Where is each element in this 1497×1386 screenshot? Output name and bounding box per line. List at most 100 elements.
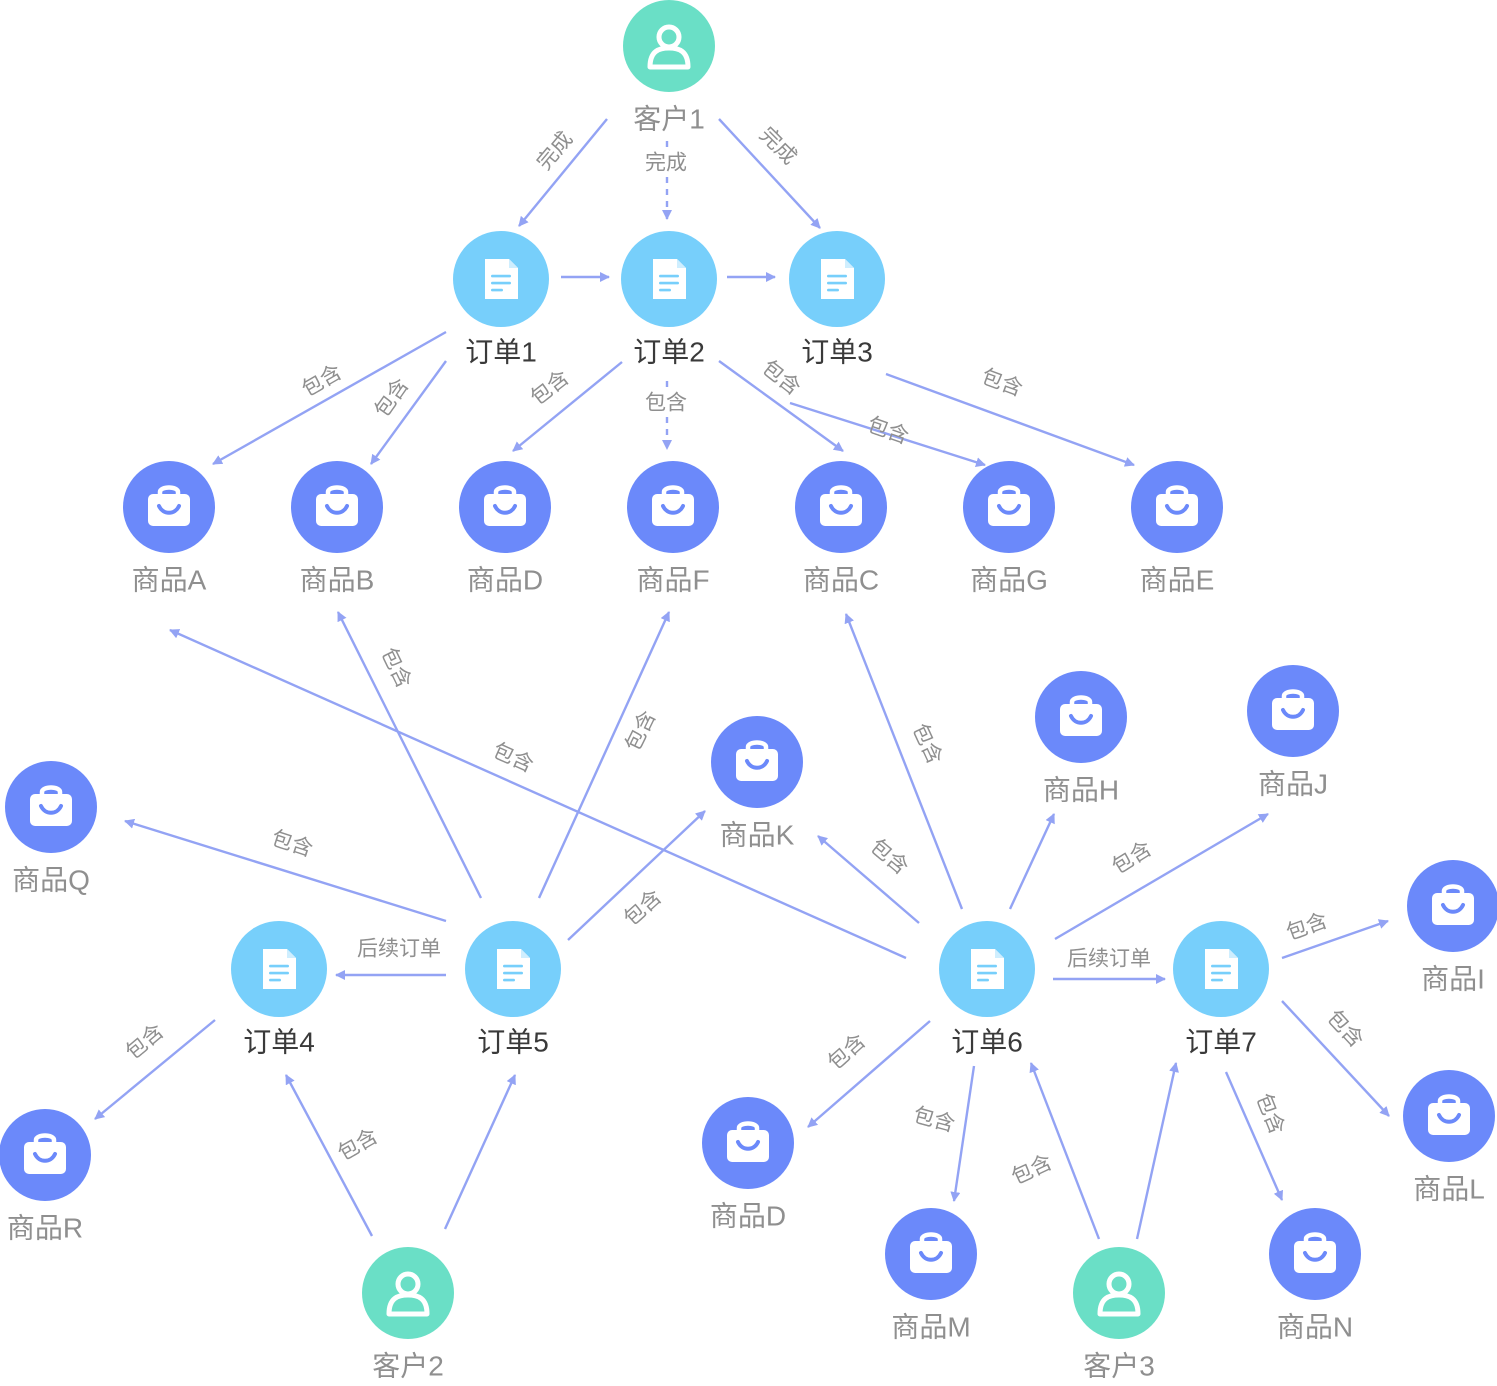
order-node-o5[interactable]: 订单5 — [465, 921, 561, 1058]
node-label: 商品D — [710, 1201, 786, 1232]
edge-label-o6-to-o7: 后续订单 — [1067, 948, 1151, 971]
edge-label-bg — [639, 389, 693, 417]
product-node-pH[interactable]: 商品H — [1035, 671, 1127, 806]
shopping-bag-icon — [910, 1232, 952, 1273]
edge-label-o7-to-pL: 包含 — [1322, 1006, 1367, 1052]
edge-label-o6-to-pK: 包含 — [866, 835, 913, 880]
document-icon — [821, 259, 854, 299]
edge-label-c2-to-o4: 包含 — [334, 1125, 382, 1166]
shopping-bag-icon — [1272, 689, 1314, 730]
shopping-bag-icon — [1156, 485, 1198, 526]
order-node-o7[interactable]: 订单7 — [1173, 921, 1269, 1058]
edge-o6-to-pC — [844, 613, 964, 910]
edge-o6-to-pD2 — [807, 1020, 931, 1128]
product-node-pJ[interactable]: 商品J — [1247, 665, 1339, 800]
node-label: 商品K — [720, 820, 795, 851]
edge-label-o5-to-pF: 包含 — [621, 707, 660, 755]
node-label: 商品R — [7, 1213, 83, 1244]
product-node-pC[interactable]: 商品C — [795, 461, 887, 596]
product-node-pM[interactable]: 商品M — [885, 1208, 977, 1343]
edge-o6-to-pH — [1008, 813, 1056, 910]
order-node-o4[interactable]: 订单4 — [231, 921, 327, 1058]
edge-o5-to-pQ — [124, 818, 447, 923]
edge-label-bg — [1059, 945, 1159, 973]
edge-o7-to-pI — [1281, 919, 1389, 960]
user-icon — [386, 1271, 430, 1317]
order-node-o1[interactable]: 订单1 — [453, 231, 549, 368]
node-label: 商品A — [132, 565, 207, 596]
edge-o3-to-pE — [885, 372, 1135, 467]
node-label: 订单7 — [1185, 1027, 1257, 1058]
edge-label-o6-to-pD2: 包含 — [824, 1029, 871, 1074]
edge-c1-to-o3 — [718, 118, 821, 229]
edge-label-o7-to-pN: 包含 — [1251, 1090, 1288, 1138]
edge-o5-to-pF — [537, 611, 671, 899]
node-label: 商品N — [1277, 1312, 1353, 1343]
edge-o5-to-pB — [336, 611, 483, 899]
edge-c2-to-o4 — [284, 1074, 374, 1237]
node-label: 商品H — [1043, 775, 1119, 806]
edge-o6-to-pK — [817, 835, 920, 924]
shopping-bag-icon — [30, 785, 72, 826]
shopping-bag-icon — [1060, 695, 1102, 736]
edge-label-o5-to-pQ: 包含 — [268, 827, 315, 862]
edge-label-o4-to-pR: 包含 — [122, 1020, 169, 1065]
edge-label-bg — [639, 149, 693, 177]
document-icon — [263, 949, 296, 989]
document-icon — [653, 259, 686, 299]
customer-node-c3[interactable]: 客户3 — [1073, 1247, 1165, 1382]
document-icon — [485, 259, 518, 299]
edge-label-o2-to-pG: 包含 — [864, 413, 911, 448]
edge-o1-to-pA — [212, 330, 447, 466]
product-node-pF[interactable]: 商品F — [627, 461, 719, 596]
node-label: 客户1 — [633, 104, 705, 135]
document-icon — [971, 949, 1004, 989]
node-label: 商品D — [467, 565, 543, 596]
shopping-bag-icon — [652, 485, 694, 526]
edge-label-o6-to-pJ: 包含 — [1108, 837, 1156, 879]
product-node-pQ[interactable]: 商品Q — [5, 761, 97, 896]
order-node-o3[interactable]: 订单3 — [789, 231, 885, 368]
product-node-pG[interactable]: 商品G — [963, 461, 1055, 596]
edge-label-o6-to-pC: 包含 — [908, 720, 947, 768]
product-node-pK[interactable]: 商品K — [711, 716, 803, 851]
edge-o5-to-pK — [567, 810, 706, 941]
edge-c3-to-o6 — [1029, 1062, 1101, 1240]
product-node-pN[interactable]: 商品N — [1269, 1208, 1361, 1343]
node-label: 订单2 — [633, 337, 705, 368]
edge-label-bg — [349, 935, 449, 963]
product-node-pI[interactable]: 商品I — [1407, 860, 1497, 995]
product-node-pD2[interactable]: 商品D — [702, 1097, 794, 1232]
customer-node-c2[interactable]: 客户2 — [362, 1247, 454, 1382]
shopping-bag-icon — [736, 740, 778, 781]
edge-o6-to-pJ — [1054, 812, 1269, 941]
product-node-pR[interactable]: 商品R — [0, 1109, 91, 1244]
edge-label-c1-to-o2: 完成 — [645, 152, 687, 175]
edge-o2-to-pG — [789, 401, 986, 468]
product-node-pD1[interactable]: 商品D — [459, 461, 551, 596]
edge-label-o2-to-pD1: 包含 — [526, 366, 573, 410]
edge-label-c1-to-o1: 完成 — [533, 128, 578, 175]
shopping-bag-icon — [727, 1121, 769, 1162]
node-label: 商品J — [1258, 769, 1328, 800]
product-node-pL[interactable]: 商品L — [1403, 1070, 1495, 1205]
node-label: 客户2 — [372, 1351, 444, 1382]
node-label: 商品F — [636, 565, 709, 596]
product-node-pB[interactable]: 商品B — [291, 461, 383, 596]
node-label: 商品E — [1140, 565, 1215, 596]
edge-label-c1-to-o3: 完成 — [755, 123, 801, 169]
edge-label-o2-to-pF: 包含 — [645, 392, 687, 415]
product-node-pE[interactable]: 商品E — [1131, 461, 1223, 596]
node-label: 商品G — [970, 565, 1048, 596]
node-label: 订单1 — [465, 337, 537, 368]
order-node-o6[interactable]: 订单6 — [939, 921, 1035, 1058]
customer-node-c1[interactable]: 客户1 — [623, 0, 715, 135]
product-node-pA[interactable]: 商品A — [123, 461, 215, 596]
shopping-bag-icon — [24, 1133, 66, 1174]
order-node-o2[interactable]: 订单2 — [621, 231, 717, 368]
edge-o2-to-pC — [718, 360, 844, 452]
edge-label-o1-to-pA: 包含 — [298, 361, 346, 402]
